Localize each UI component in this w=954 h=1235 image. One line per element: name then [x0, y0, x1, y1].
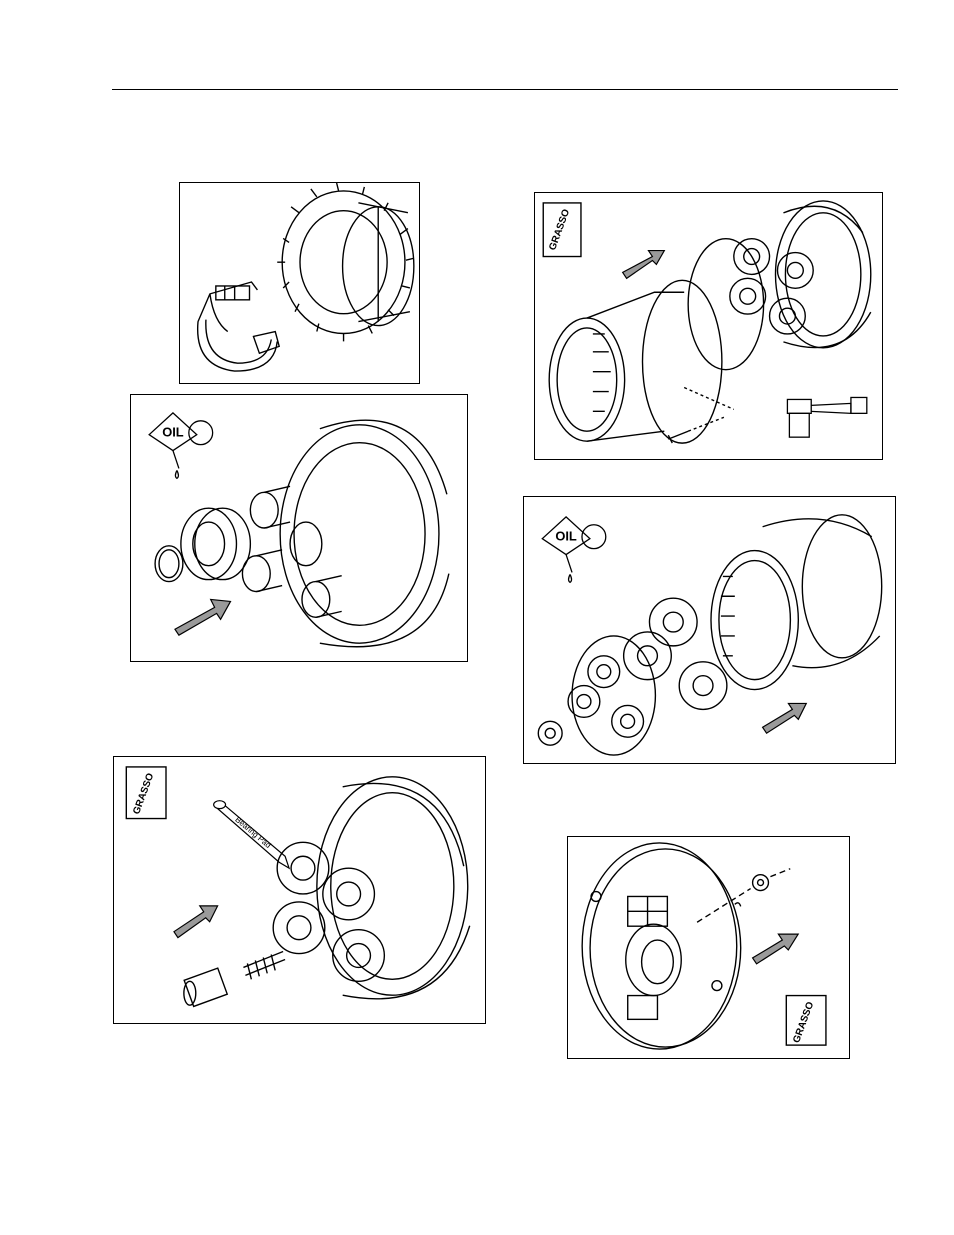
- grasso-can-icon: GRASSO: [786, 996, 826, 1046]
- oil-can-icon: [542, 517, 606, 583]
- direction-arrow-icon: [175, 599, 231, 635]
- figure-cover-install: GRASSO: [567, 836, 850, 1059]
- oil-label: OIL: [555, 529, 577, 544]
- bearing-pad-label: Bearing Pad: [233, 815, 272, 850]
- figure-bushing-and-gear: [179, 182, 420, 384]
- bearing-pad-tube-icon: Bearing Pad: [214, 801, 289, 868]
- cover-drawing: GRASSO: [568, 837, 849, 1058]
- figure-planet-carrier-assembly: OIL: [523, 496, 896, 764]
- planet-carrier-drawing: OIL: [524, 497, 895, 763]
- direction-arrow-icon: [174, 906, 218, 938]
- ring-gear-drawing: GRASSO: [535, 193, 882, 459]
- figure-planet-gears-install: GRASSO Bearing Pad: [113, 756, 486, 1024]
- bushing-gear-drawing: [180, 183, 419, 383]
- oil-can-icon: [149, 413, 213, 479]
- direction-arrow-icon: [763, 703, 807, 733]
- grasso-can-icon: GRASSO: [543, 203, 581, 257]
- torque-wrench-icon: [787, 397, 866, 437]
- planet-gears-drawing: GRASSO Bearing Pad: [114, 757, 485, 1023]
- figure-sun-gear-install: OIL: [130, 394, 468, 662]
- sun-gear-drawing: OIL: [131, 395, 467, 661]
- figure-ring-gear-assembly: GRASSO: [534, 192, 883, 460]
- oil-label: OIL: [162, 425, 184, 440]
- header-rule: [112, 89, 898, 90]
- direction-arrow-icon: [623, 251, 665, 279]
- grasso-can-icon: GRASSO: [126, 767, 166, 819]
- direction-arrow-icon: [753, 934, 799, 964]
